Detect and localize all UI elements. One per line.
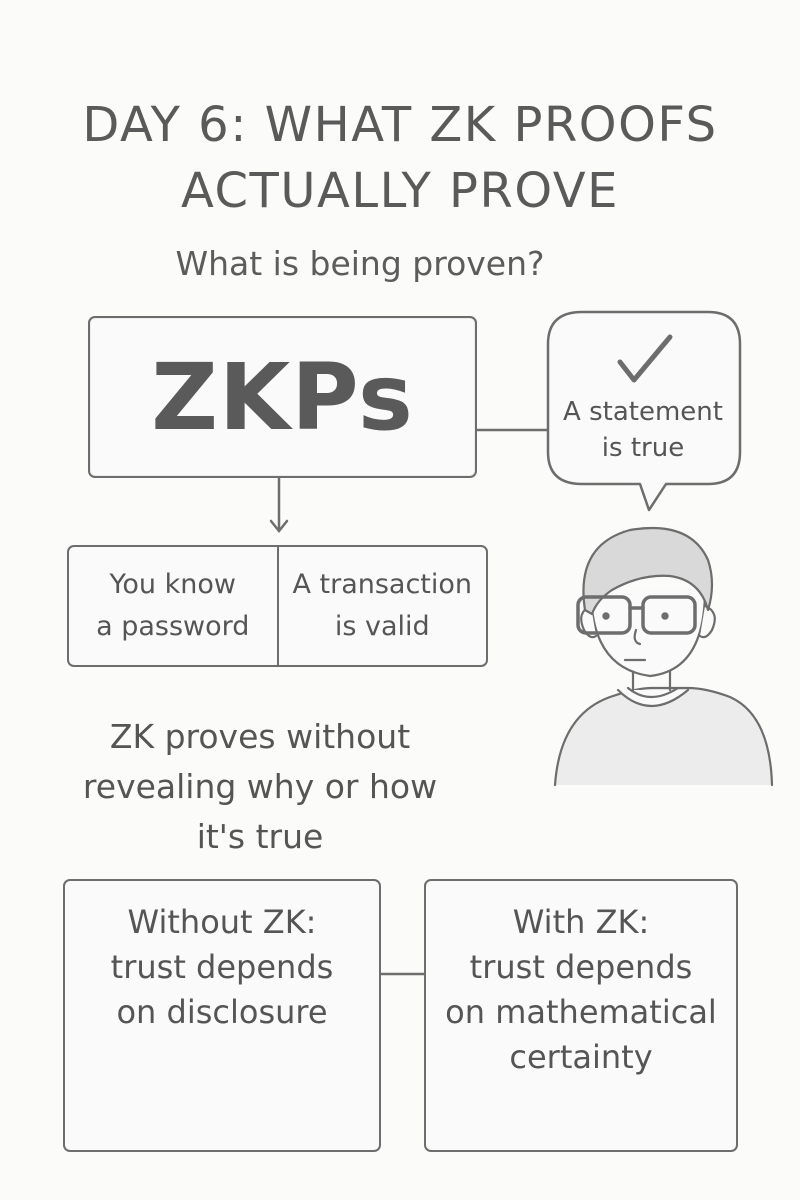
with-zk-text: With ZK: trust depends on mathematical c…	[424, 900, 738, 1080]
speech-bubble-text: A statement is true	[548, 394, 738, 466]
without-zk-box	[63, 879, 381, 1152]
with-zk-line-1: With ZK:	[512, 903, 650, 941]
check-icon	[617, 334, 673, 383]
example-password-line-2: a password	[96, 611, 250, 642]
example-password: You know a password	[69, 547, 279, 665]
without-zk-line-2: trust depends	[110, 948, 334, 986]
speech-bubble-shape	[546, 310, 742, 512]
explanation-line-1: ZK proves without	[109, 717, 411, 756]
title-line-2: ACTUALLY PROVE	[181, 163, 619, 219]
example-transaction: A transaction is valid	[279, 547, 487, 665]
without-zk-line-1: Without ZK:	[127, 903, 317, 941]
bubble-line-2: is true	[601, 433, 685, 463]
example-transaction-line-2: is valid	[334, 611, 430, 642]
down-arrow-icon	[269, 478, 289, 534]
title-line-1: DAY 6: WHAT ZK PROOFS	[82, 97, 718, 153]
with-zk-box	[424, 879, 738, 1152]
explanation-text: ZK proves without revealing why or how i…	[40, 712, 480, 862]
example-transaction-line-1: A transaction	[292, 569, 473, 600]
without-zk-line-3: on disclosure	[116, 993, 328, 1031]
with-zk-line-2: trust depends	[469, 948, 693, 986]
explanation-line-2: revealing why or how	[82, 767, 438, 806]
zkps-box	[88, 316, 477, 478]
person-with-glasses-icon	[553, 526, 774, 787]
with-zk-line-4: certainty	[509, 1038, 653, 1076]
explanation-line-3: it's true	[196, 817, 324, 856]
without-zk-text: Without ZK: trust depends on disclosure	[63, 900, 381, 1035]
bubble-line-1: A statement	[563, 397, 723, 427]
examples-box: You know a password A transaction is val…	[67, 545, 488, 667]
page-title: DAY 6: WHAT ZK PROOFS ACTUALLY PROVE	[40, 92, 760, 224]
zkps-label: ZKPs	[151, 343, 414, 451]
example-password-line-1: You know	[109, 569, 236, 600]
subtitle: What is being proven?	[175, 244, 545, 283]
with-zk-line-3: on mathematical	[445, 993, 717, 1031]
